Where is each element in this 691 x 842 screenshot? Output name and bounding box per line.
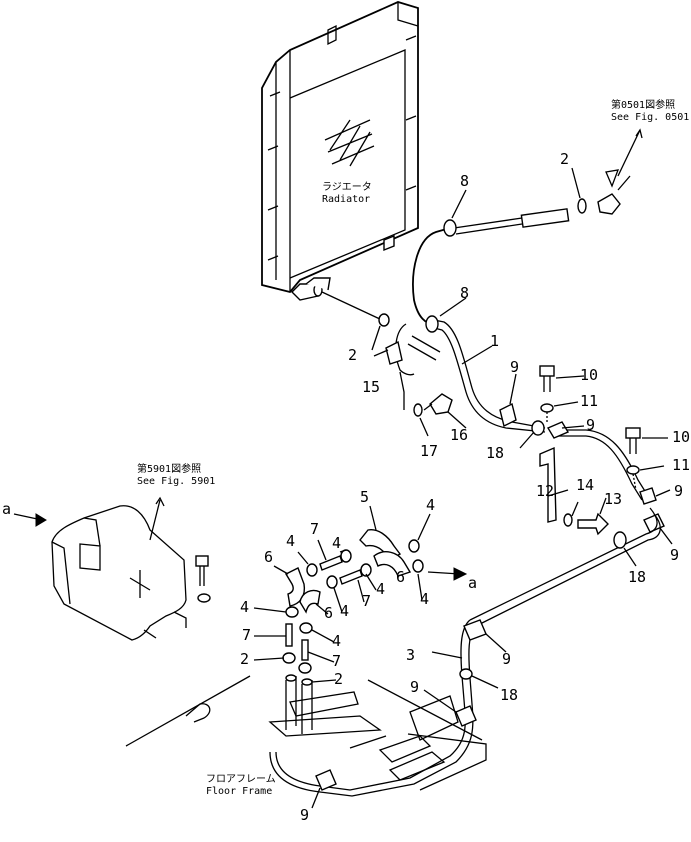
leader-lines-lower — [253, 505, 431, 683]
callout-2-drain: 2 — [560, 150, 569, 168]
callout-6-b: 6 — [396, 568, 405, 586]
callout-4-g: 4 — [240, 598, 249, 616]
plug-16 — [413, 393, 453, 417]
left-component — [51, 496, 211, 641]
bolt-13 — [577, 512, 609, 536]
callout-12: 12 — [536, 482, 554, 500]
clamp-18-lower — [459, 668, 473, 680]
callout-18-right: 18 — [628, 568, 646, 586]
clamp-8-upper — [443, 219, 457, 237]
callout-4-a: 4 — [286, 532, 295, 550]
callout-4-d: 4 — [376, 580, 385, 598]
callout-13: 13 — [604, 490, 622, 508]
floor-frame — [125, 675, 487, 791]
callout-16: 16 — [450, 426, 468, 444]
radiator-label-en: Radiator — [322, 194, 370, 205]
callout-10-a: 10 — [580, 366, 598, 384]
callout-7-a: 7 — [310, 520, 319, 538]
callout-4-c: 4 — [426, 496, 435, 514]
leader-lines — [311, 167, 673, 809]
callout-9-b: 9 — [586, 416, 595, 434]
callout-4-h: 4 — [332, 632, 341, 650]
callout-6-a: 6 — [264, 548, 273, 566]
clamp-2-radiator — [378, 313, 390, 327]
callout-9-g: 9 — [300, 806, 309, 824]
callout-9-f: 9 — [410, 678, 419, 696]
callout-1: 1 — [490, 332, 499, 350]
arrow-a-left — [13, 513, 47, 527]
callout-7-d: 7 — [332, 652, 341, 670]
callout-18-lower: 18 — [500, 686, 518, 704]
floor-label-jp: フロアフレーム — [206, 773, 276, 785]
clamp-18-upper — [531, 420, 545, 436]
fig5901-label-en: See Fig. 5901 — [137, 476, 215, 487]
fig5901-label-jp: 第5901図参照 — [137, 462, 201, 475]
clamp-9-f — [455, 705, 477, 727]
fittings-group — [282, 529, 424, 734]
callout-11-a: 11 — [580, 392, 598, 410]
clamp-9-b — [546, 421, 570, 439]
callout-15: 15 — [362, 378, 380, 396]
bracket-15 — [385, 323, 441, 410]
bracket-12 — [539, 446, 557, 523]
clamp-9-d — [643, 513, 665, 533]
callouts: 8 8 2 2 1 9 15 10 11 9 18 16 17 10 11 12… — [240, 150, 690, 824]
radiator-label-jp: ラジエータ — [322, 181, 372, 193]
callout-9-a: 9 — [510, 358, 519, 376]
arrow-a-right-label: a — [468, 574, 477, 592]
callout-8-upper: 8 — [460, 172, 469, 190]
clamp-9-c — [639, 487, 657, 505]
callout-4-b: 4 — [332, 534, 341, 552]
clamp-8-lower — [425, 315, 439, 333]
callout-9-e: 9 — [502, 650, 511, 668]
callout-10-b: 10 — [672, 428, 690, 446]
callout-18-upper: 18 — [486, 444, 504, 462]
callout-9-c: 9 — [674, 482, 683, 500]
callout-4-f: 4 — [340, 602, 349, 620]
callout-4-e: 4 — [420, 590, 429, 608]
callout-2-c: 2 — [240, 650, 249, 668]
bolt-10-b — [625, 427, 641, 491]
callout-9-d: 9 — [670, 546, 679, 564]
clamp-9-g — [315, 769, 337, 791]
callout-5: 5 — [360, 488, 369, 506]
callout-8-lower: 8 — [460, 284, 469, 302]
clamp-9-a — [499, 402, 517, 428]
callout-11-b: 11 — [672, 456, 690, 474]
hose-lines — [321, 128, 649, 501]
arrow-a-left-label: a — [2, 500, 11, 518]
callout-2-d: 2 — [334, 670, 343, 688]
bolt-10-a — [539, 365, 555, 424]
fig0501-label-en: See Fig. 0501 — [611, 112, 689, 123]
arrow-a-right — [427, 567, 468, 581]
clamp-18-right — [613, 531, 627, 549]
callout-7-b: 7 — [362, 592, 371, 610]
callout-2-radiator: 2 — [348, 346, 357, 364]
callout-7-c: 7 — [242, 626, 251, 644]
callout-17: 17 — [420, 442, 438, 460]
callout-6-c: 6 — [324, 604, 333, 622]
callout-3: 3 — [406, 646, 415, 664]
callout-14: 14 — [576, 476, 594, 494]
floor-label-en: Floor Frame — [206, 786, 272, 797]
fig0501-label-jp: 第0501図参照 — [611, 98, 675, 111]
radiator — [261, 1, 419, 301]
washer-14 — [563, 513, 573, 527]
